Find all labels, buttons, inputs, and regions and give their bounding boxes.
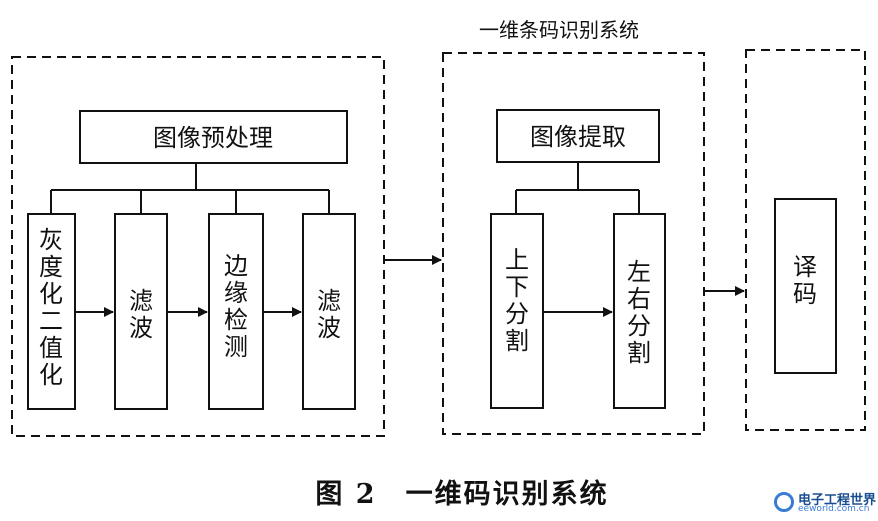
- barcode-group: [442, 52, 705, 435]
- decode-box: [774, 198, 837, 374]
- decode-group: [745, 49, 866, 431]
- step-label-filter-2: 滤波: [317, 287, 341, 342]
- watermark-url: eeworld.com.cn: [798, 504, 870, 514]
- step-box-edge-detect: [208, 213, 264, 410]
- step-box-filter-2: [302, 213, 356, 410]
- step-label-grayscale: 灰度化二值化: [39, 226, 63, 389]
- extract-tree-connector: [515, 162, 640, 214]
- preprocess-box: [79, 110, 348, 164]
- barcode-group-title: 一维条码识别系统: [479, 18, 639, 42]
- split-vertical-label: 上下分割: [505, 246, 529, 355]
- decode-label: 译码: [793, 253, 817, 308]
- extract-box: [496, 109, 660, 163]
- split-vertical-box: [490, 213, 544, 409]
- extract-label: 图像提取: [530, 123, 626, 151]
- eeworld-watermark: 电子工程世界 eeworld.com.cn: [772, 489, 876, 517]
- step-label-edge-detect: 边缘检测: [224, 252, 248, 361]
- split-horizontal-box: [613, 213, 666, 409]
- preprocess-label: 图像预处理: [153, 124, 273, 152]
- split-horizontal-label: 左右分割: [627, 258, 651, 367]
- preprocess-tree-connector: [50, 163, 330, 214]
- watermark-name: 电子工程世界: [798, 493, 877, 508]
- figure-caption: 图 2 一维码识别系统: [315, 478, 608, 510]
- step-box-filter-1: [114, 213, 168, 410]
- step-label-filter-1: 滤波: [129, 287, 153, 342]
- preprocess-group: [11, 56, 385, 437]
- eeworld-logo-icon: [774, 492, 794, 512]
